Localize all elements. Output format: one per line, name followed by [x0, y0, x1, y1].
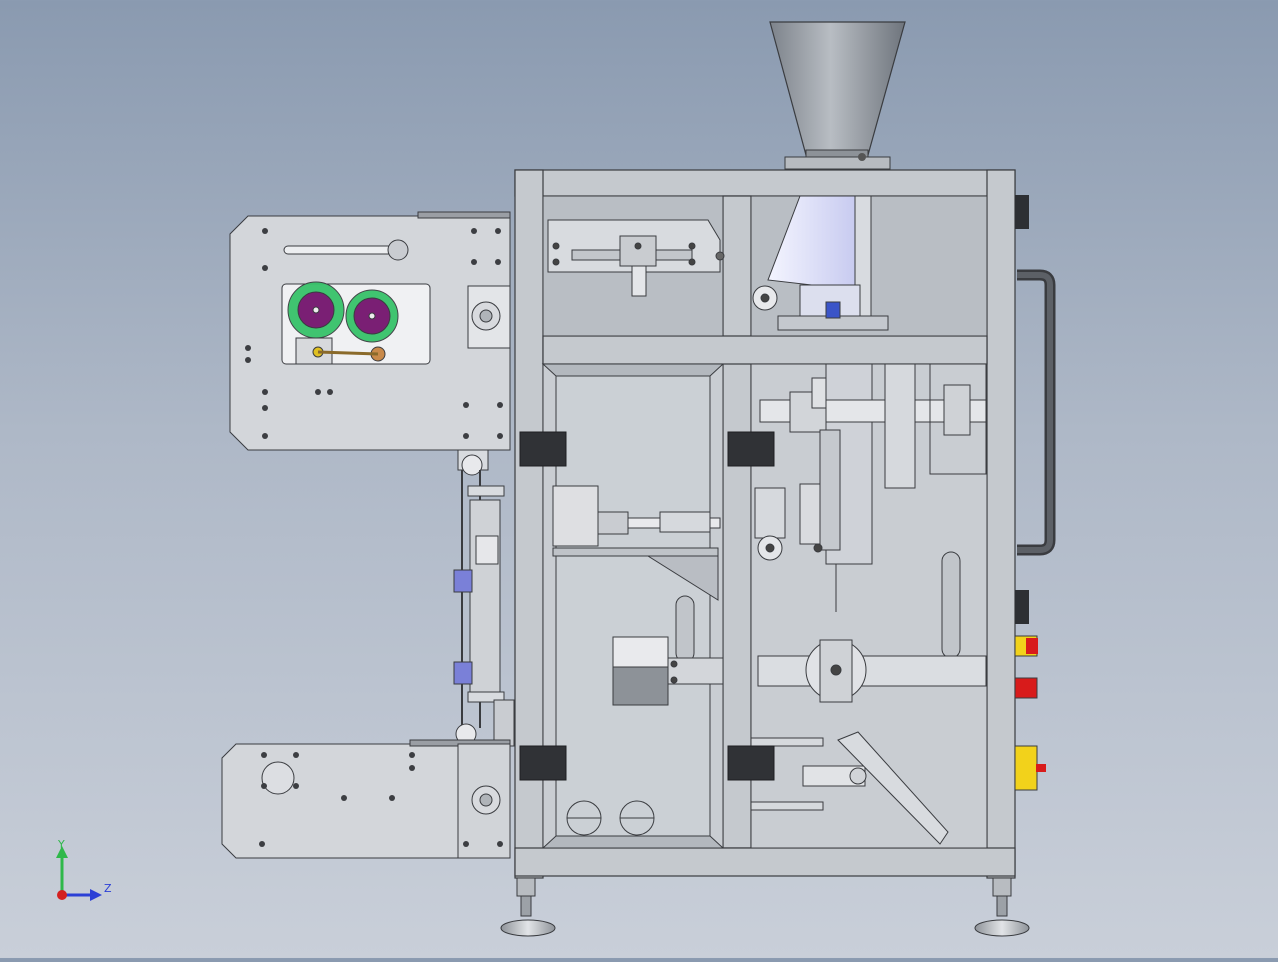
emergency-stop-button — [1014, 745, 1046, 791]
film-unwind-plate — [229, 211, 511, 451]
forming-chute — [752, 195, 889, 331]
bolt-holes — [245, 228, 503, 847]
coordinate-triad-icon — [56, 846, 102, 901]
right-bay — [750, 363, 988, 849]
top-side-switch — [1015, 195, 1029, 229]
left-door — [541, 363, 725, 849]
door-hinges — [519, 431, 775, 781]
left-foot — [500, 877, 556, 937]
y-axis-label: Y — [57, 838, 65, 851]
z-axis-label: Z — [104, 882, 112, 895]
side-switch — [1015, 590, 1029, 624]
pull-belt-plate — [221, 739, 511, 859]
upper-bracket — [547, 219, 725, 297]
film-path — [453, 449, 515, 747]
hopper — [769, 21, 906, 170]
side-handle — [1017, 269, 1056, 556]
right-foot — [974, 877, 1030, 937]
red-indicator-2 — [1014, 677, 1038, 699]
red-indicator-1 — [1014, 635, 1038, 657]
